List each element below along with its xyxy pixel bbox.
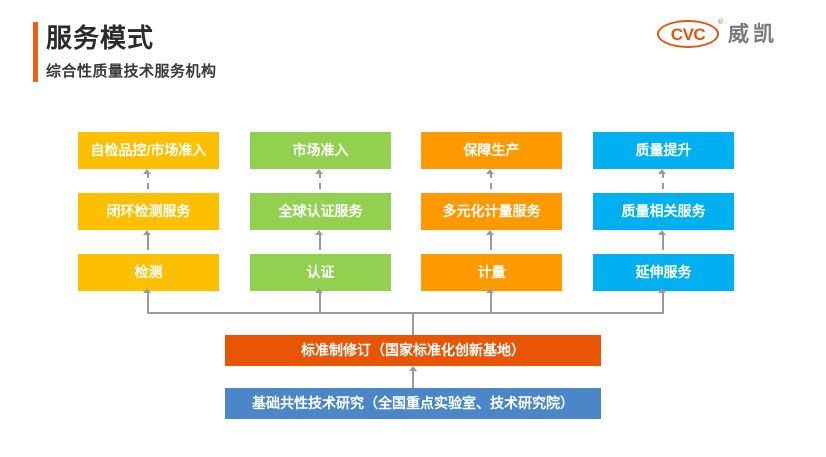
connector-research-to-standards [412,370,414,388]
arrowhead-testing-mid [143,230,151,235]
node-outcome-testing[interactable]: 自检品控/市场准入 [78,132,219,169]
node-outcome-certification[interactable]: 市场准入 [250,132,391,169]
connector-solid-quality [662,233,664,250]
connector-riser-certification [319,293,321,314]
node-standards-development[interactable]: 标准制修订（国家标准化创新基地） [225,335,601,366]
connector-riser-metrology [490,293,492,314]
arrowhead-quality-top [658,169,666,174]
arrowhead-quality-riser [658,288,666,293]
page-title: 服务模式 [46,23,155,53]
node-service-quality[interactable]: 质量相关服务 [593,193,734,230]
page-subtitle: 综合性质量技术服务机构 [46,63,217,80]
node-outcome-quality[interactable]: 质量提升 [593,132,734,169]
cvc-logo-mark: CVC ® [657,19,723,48]
node-fundamental-research[interactable]: 基础共性技术研究（全国重点实验室、技术研究院） [225,388,601,419]
connector-dashed-quality [662,172,664,189]
connector-riser-testing [147,293,149,314]
arrowhead-quality-mid [658,230,666,235]
node-service-certification[interactable]: 全球认证服务 [250,193,391,230]
node-service-testing[interactable]: 闭环检测服务 [78,193,219,230]
brand-name-chinese: 威凯 [728,22,778,46]
brand-logo: CVC ® 威凯 [657,17,778,51]
connector-solid-certification [319,233,321,250]
node-capability-certification[interactable]: 认证 [250,254,391,291]
connector-dashed-metrology [490,172,492,189]
header-accent-bar [33,22,38,82]
node-outcome-metrology[interactable]: 保障生产 [421,132,562,169]
node-capability-testing[interactable]: 检测 [78,254,219,291]
connector-solid-testing [147,233,149,250]
arrowhead-certification-mid [315,230,323,235]
connector-dashed-certification [319,172,321,189]
arrowhead-research-to-standards [409,366,417,371]
arrowhead-testing-riser [143,288,151,293]
arrowhead-certification-top [315,169,323,174]
arrowhead-metrology-top [486,169,494,174]
arrowhead-certification-riser [315,288,323,293]
arrowhead-metrology-riser [486,288,494,293]
registered-trademark-icon: ® [717,19,723,26]
connector-center-stem [412,312,414,335]
node-capability-metrology[interactable]: 计量 [421,254,562,291]
arrowhead-metrology-mid [486,230,494,235]
connector-solid-metrology [490,233,492,250]
connector-dashed-testing [147,172,149,189]
cvc-logo-text: CVC [670,24,706,44]
node-capability-quality[interactable]: 延伸服务 [593,254,734,291]
connector-bracket-horizontal [147,312,664,314]
arrowhead-testing-top [143,169,151,174]
connector-riser-quality [662,293,664,314]
node-service-metrology[interactable]: 多元化计量服务 [421,193,562,230]
